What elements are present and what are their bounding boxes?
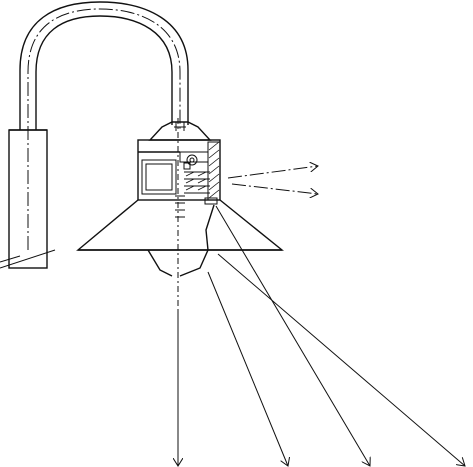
arch-outer (19, 1, 189, 130)
arch-inner (35, 15, 173, 130)
bulb-icon (186, 154, 198, 166)
ray-down-right (217, 253, 465, 466)
reflector-outer (76, 199, 284, 251)
light-ray-arrows (178, 166, 465, 466)
reflector-lower-lip (147, 249, 173, 277)
conical-reflector-shade (76, 195, 284, 277)
arch-centerline (27, 8, 181, 250)
vertical-pole (0, 129, 56, 269)
curved-support-pipe (19, 1, 189, 250)
ray-down-left (207, 271, 288, 466)
ground-break-line (0, 249, 56, 269)
housing-window (141, 159, 177, 195)
ray-horizontal-lower (231, 183, 318, 194)
housing-top-cap (148, 121, 212, 141)
lamp-housing (137, 121, 221, 205)
ray-down-middle (215, 205, 370, 466)
ray-horizontal-upper (227, 166, 318, 179)
reflector-cut-section (179, 204, 215, 277)
